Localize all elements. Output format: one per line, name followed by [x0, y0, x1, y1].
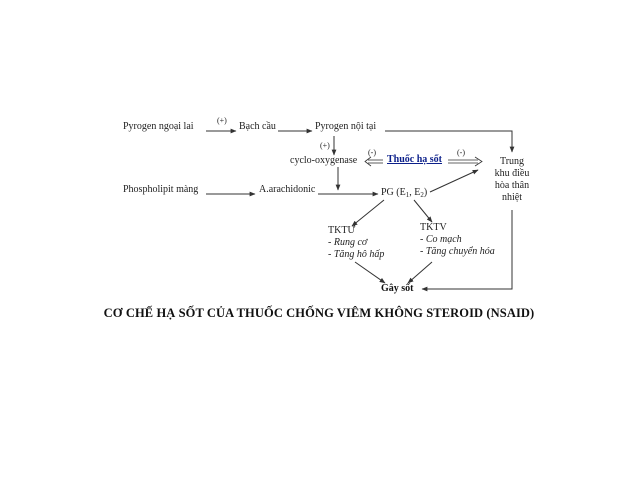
- trung-khu-line-2: khu điều: [494, 168, 530, 179]
- arrow-pg-to-trungkhu: [429, 169, 479, 193]
- node-pyrogen-ngoai-lai: Pyrogen ngoại lai: [123, 121, 194, 132]
- pg-sub-2: 2: [420, 191, 424, 199]
- sign-stimulate-2: (+): [320, 141, 330, 150]
- tktu-item-2: - Tăng hô hấp: [328, 249, 385, 260]
- tktu-heading: TKTƯ: [328, 225, 356, 236]
- node-tktv: TKTV - Co mạch - Tăng chuyển hóa: [420, 222, 495, 258]
- arrow-trungkhu-to-gaysot: [421, 210, 513, 292]
- tktv-heading: TKTV: [420, 222, 447, 233]
- tktv-item-2: - Tăng chuyển hóa: [420, 246, 495, 257]
- sign-inhibit-1: (-): [368, 148, 376, 157]
- arrow-tktu-to-gaysot: [354, 261, 386, 284]
- sign-inhibit-2: (-): [457, 148, 465, 157]
- trung-khu-line-1: Trung: [499, 156, 525, 167]
- arrow-pyrogen-noitai-to-trungkhu: [385, 130, 515, 153]
- node-thuoc-ha-sot: Thuốc hạ sốt: [387, 154, 443, 165]
- node-trung-khu-dieu-hoa-than-nhiet: Trung khu điều hòa thân nhiệt: [488, 156, 536, 204]
- tktv-item-1: - Co mạch: [420, 234, 462, 245]
- diagram-title: CƠ CHẾ HẠ SỐT CỦA THUỐC CHỐNG VIÊM KHÔNG…: [103, 306, 535, 320]
- node-tktu: TKTƯ - Rung cơ - Tăng hô hấp: [328, 225, 384, 261]
- arrow-tktv-to-gaysot: [407, 261, 433, 284]
- trung-khu-line-3: hòa thân: [494, 180, 530, 191]
- trung-khu-line-4: nhiệt: [502, 192, 522, 203]
- tktu-item-1: - Rung cơ: [328, 237, 368, 248]
- node-bach-cau: Bạch cầu: [239, 121, 276, 132]
- pg-main: PG (E: [381, 187, 406, 198]
- pg-end: ): [423, 187, 428, 198]
- node-phospholipit-mang: Phospholipit màng: [123, 184, 199, 195]
- sign-stimulate-1: (+): [217, 116, 227, 125]
- node-acid-arachidonic: A.arachidonic: [259, 184, 316, 195]
- node-pyrogen-noi-tai: Pyrogen nội tại: [315, 121, 377, 132]
- arrow-pg-to-tktu: [351, 199, 385, 227]
- pg-sub-1: 1: [405, 191, 410, 199]
- node-gay-sot: Gây sốt: [381, 283, 414, 294]
- arrow-pg-to-tktv: [413, 199, 433, 223]
- node-cyclo-oxygenase: cyclo-oxygenase: [290, 155, 358, 166]
- inhibit-drug-to-cox-head: [364, 156, 372, 167]
- node-prostaglandin: PG (E1, E2): [381, 187, 427, 201]
- arrow-drug-to-trungkhu-head: [474, 156, 483, 167]
- pg-mid: , E: [409, 187, 421, 198]
